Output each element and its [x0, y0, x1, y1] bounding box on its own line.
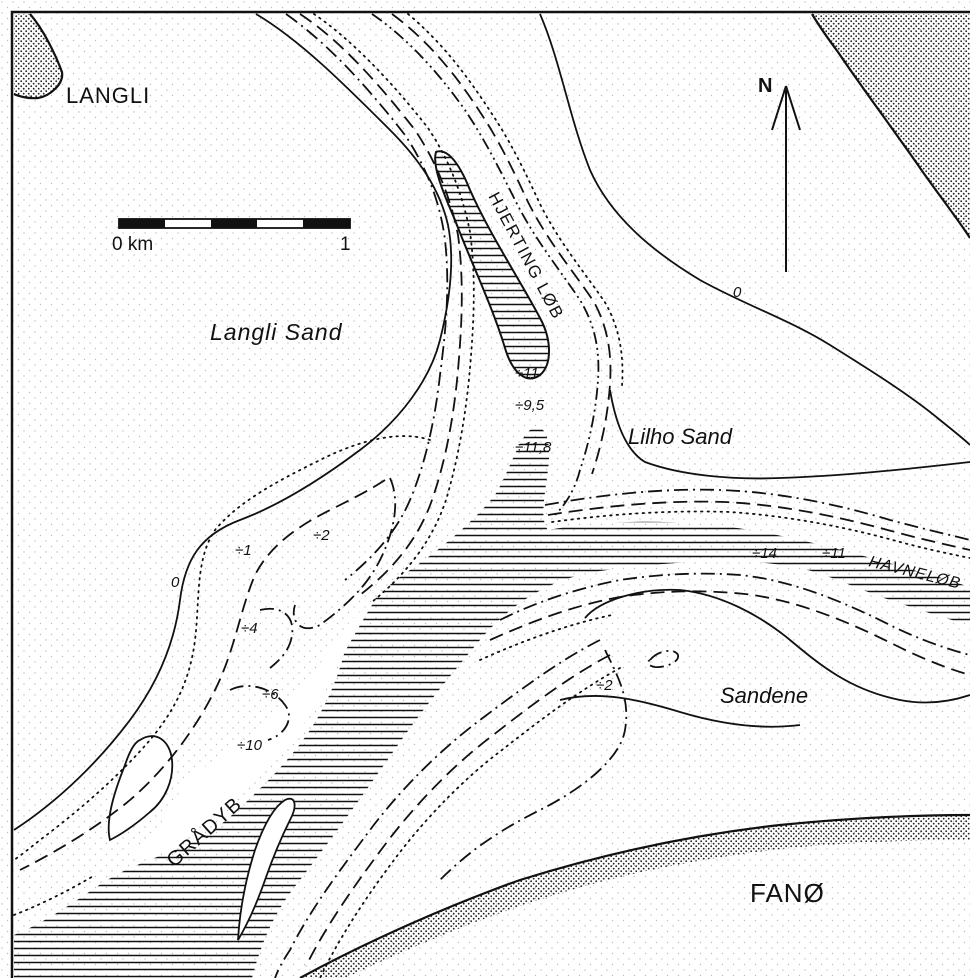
hjerting-lob-east-contour-a: [371, 13, 600, 516]
depth-9-5: ÷9,5: [515, 397, 545, 414]
havnelob-south-contour-b: [489, 590, 970, 676]
depth-11-8: ÷11,8: [515, 439, 552, 456]
depth-0-west: 0: [171, 574, 180, 591]
scale-bar: 0 km 1: [112, 218, 351, 255]
depth-2-west: ÷2: [313, 527, 330, 544]
map-frame: [10, 10, 970, 978]
contour-2-east: [439, 649, 628, 881]
havnelob-north-contour-c: [551, 510, 970, 559]
label-langli-sand: Langli Sand: [210, 319, 343, 345]
depth-6: ÷6: [262, 686, 279, 703]
gradyb-sandbar-1: [130, 600, 375, 857]
havnelob-north-contour-a: [544, 488, 970, 541]
depth-11-east: ÷11: [822, 545, 846, 562]
havnelob-north-contour-b: [547, 500, 970, 551]
hjerting-lob-west-contour-a: [285, 13, 449, 581]
depth-0-east: 0: [733, 284, 742, 301]
depth-1: ÷1: [235, 542, 252, 559]
fano-coastline: [299, 813, 970, 978]
northeast-coastline: [811, 13, 970, 239]
gradyb-east-contour-a: [274, 639, 601, 978]
label-langli: LANGLI: [66, 83, 150, 108]
label-lilho-sand: Lilho Sand: [628, 424, 733, 449]
havnelob-south-contour-c: [479, 614, 613, 661]
contour-0-sandene: [584, 588, 970, 704]
contour-2-dashed-west: [19, 479, 386, 871]
havnelob-south-contour-a: [499, 572, 970, 656]
contour-4-loop: [259, 607, 294, 669]
depth-10: ÷10: [237, 737, 263, 754]
depth-4: ÷4: [241, 620, 258, 637]
contour-1-dotted: [13, 435, 431, 861]
label-sandene: Sandene: [720, 683, 808, 708]
gradyb-east-contour-c: [319, 667, 621, 978]
contour-2-loop: [292, 477, 397, 630]
contour-0-east: [539, 13, 970, 446]
north-arrow: N: [758, 75, 801, 272]
scale-bar-end-label: 1: [340, 234, 351, 255]
north-label: N: [758, 75, 772, 97]
contour-0-lilho-loop: [609, 389, 970, 480]
southwest-contour: [13, 874, 96, 916]
hjerting-lob-west-contour-c: [313, 13, 475, 603]
havnelob-gradyb-deep-hatch: [14, 427, 970, 978]
depth-14: ÷14: [752, 545, 777, 562]
contour-0-channel-west-bank: [13, 13, 453, 831]
contour-6-loop: [229, 685, 290, 741]
hjerting-lob-east-contour-c: [407, 13, 624, 387]
depth-2-east: ÷2: [596, 677, 613, 694]
gradyb-east-contour-b: [305, 654, 611, 967]
label-fano: FANØ: [750, 878, 825, 908]
fano-inner-sanddots: [345, 840, 970, 978]
hjerting-lob-west-contour-b: [299, 13, 463, 596]
langli-island-stipple: [14, 14, 63, 99]
depth-11: ÷11: [515, 365, 539, 382]
hjerting-lob-east-contour-b: [391, 13, 612, 475]
langli-coastline: [13, 13, 64, 100]
gradyb-sandbar-2: [237, 797, 296, 941]
scale-bar-start-label: 0 km: [112, 234, 153, 255]
contour-0-sandene-inner: [559, 695, 801, 728]
